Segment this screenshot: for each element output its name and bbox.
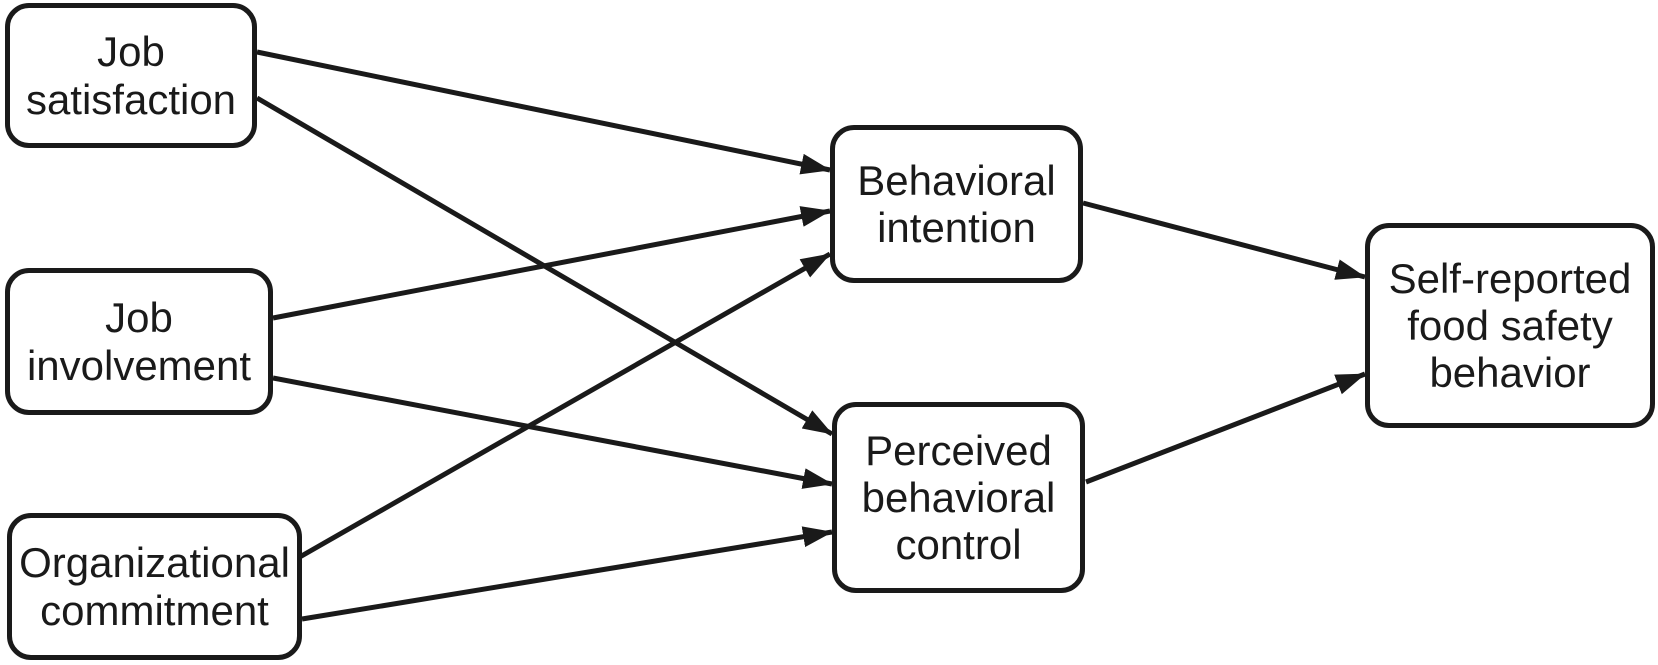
edge-perceived-behavioral-control-to-self-reported-food-safety-behavior: [1085, 371, 1366, 485]
node-self-reported-food-safety-behavior-label: Self-reported food safety behavior: [1388, 254, 1632, 397]
node-organizational-commitment-label: Organizational commitment: [19, 539, 290, 634]
node-perceived-behavioral-control-label: Perceived behavioral control: [861, 426, 1056, 569]
node-job-satisfaction-label: Job satisfaction: [25, 28, 237, 123]
edge-organizational-commitment-to-perceived-behavioral-control: [301, 526, 833, 622]
node-behavioral-intention-label: Behavioral intention: [857, 156, 1056, 251]
node-job-involvement-label: Job involvement: [26, 294, 252, 389]
node-self-reported-food-safety-behavior: Self-reported food safety behavior: [1365, 223, 1655, 428]
edge-organizational-commitment-to-behavioral-intention: [296, 251, 832, 561]
node-job-involvement: Job involvement: [5, 268, 273, 415]
edge-job-involvement-to-behavioral-intention: [272, 206, 831, 321]
node-behavioral-intention: Behavioral intention: [830, 125, 1083, 283]
edge-behavioral-intention-to-self-reported-food-safety-behavior: [1082, 200, 1366, 280]
node-organizational-commitment: Organizational commitment: [7, 513, 302, 660]
node-perceived-behavioral-control: Perceived behavioral control: [832, 402, 1085, 593]
edge-job-involvement-to-perceived-behavioral-control: [272, 375, 833, 489]
edge-job-satisfaction-to-behavioral-intention: [256, 49, 831, 175]
node-job-satisfaction: Job satisfaction: [5, 3, 257, 148]
